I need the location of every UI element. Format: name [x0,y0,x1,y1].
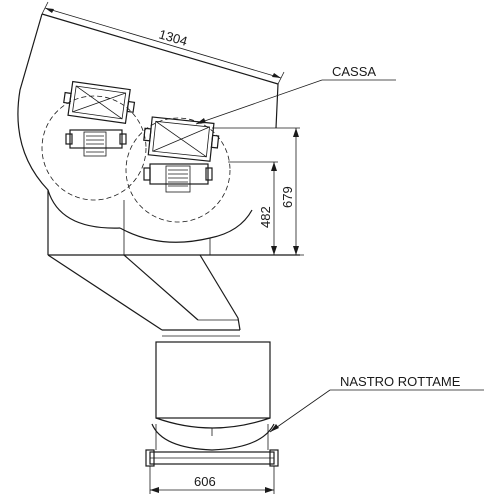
dimension-bottom: 606 [149,466,275,494]
mechanism-right [143,163,213,193]
rotation-circle-left [41,95,147,201]
dimension-right: 679 482 [212,127,304,256]
dimension-679: 679 [280,186,295,208]
box-right [143,116,220,162]
dimension-1304: 1304 [157,26,189,48]
dimension-482: 482 [258,206,273,228]
label-nastro-rottame: NASTRO ROTTAME [340,374,461,389]
rotation-circle-right [125,117,231,223]
conveyor [145,417,279,467]
leader-nastro: NASTRO ROTTAME [269,374,484,433]
label-cassa: CASSA [332,64,376,79]
lower-bin [155,341,271,419]
leader-cassa: CASSA [195,64,396,125]
dimension-606: 606 [194,474,216,489]
chute [47,254,241,337]
mechanism-left [65,129,127,157]
box-left [63,80,136,124]
upper-housing [17,13,300,256]
dimension-top: 1304 [41,1,285,85]
